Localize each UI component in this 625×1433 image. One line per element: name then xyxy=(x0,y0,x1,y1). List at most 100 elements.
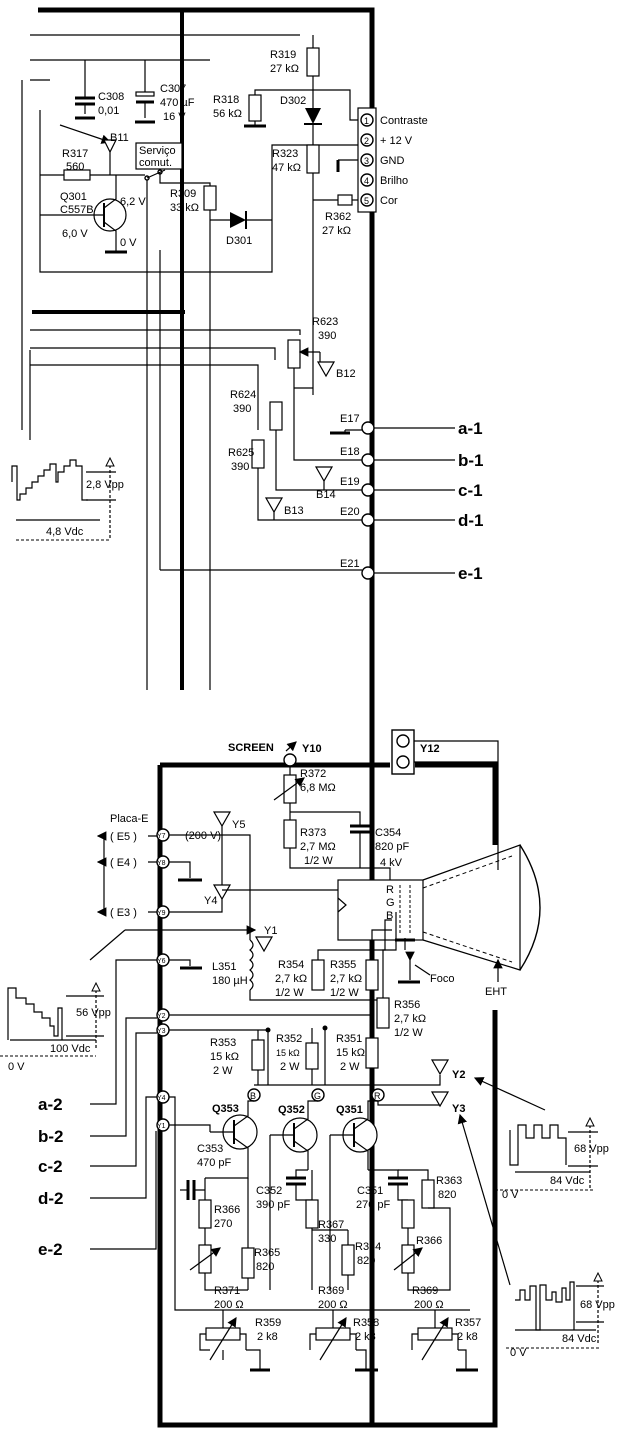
crt-foco-label: Foco xyxy=(430,973,454,985)
q352-transistor xyxy=(270,1100,318,1170)
r359-value: 2 k8 xyxy=(257,1331,278,1343)
pin5-label: Cor xyxy=(380,195,398,207)
b13-label: B13 xyxy=(284,505,304,517)
r365-resistor xyxy=(241,1247,255,1279)
r363-name: R363 xyxy=(436,1175,462,1187)
crt-eht-label: EHT xyxy=(485,986,507,998)
r359-name: R359 xyxy=(255,1317,281,1329)
r353-resistor xyxy=(251,1039,265,1071)
r352-resistor xyxy=(305,1042,319,1070)
bottom-circuit: SCREEN Y10 R372 6,8 MΩ R373 2,7 MΩ 1/2 W… xyxy=(0,729,615,1428)
r373-resistor xyxy=(283,819,297,849)
r624-value: 390 xyxy=(233,403,251,415)
r351-name: R351 xyxy=(336,1033,362,1045)
q301-name: Q301 xyxy=(60,191,87,203)
pin-y6: Y6 xyxy=(157,958,166,965)
r319-value: 27 kΩ xyxy=(270,63,299,75)
switch-line2: comut. xyxy=(139,157,172,169)
r372-name: R372 xyxy=(300,768,326,780)
c353-value: 470 pF xyxy=(197,1157,232,1169)
r623-resistor xyxy=(287,339,301,369)
d301-diode xyxy=(230,212,246,228)
r354-name: R354 xyxy=(278,959,304,971)
r369a-value: 200 Ω xyxy=(318,1299,348,1311)
r364-name: R364 xyxy=(355,1241,381,1253)
r367-resistor xyxy=(305,1199,319,1229)
r309-resistor xyxy=(203,185,217,211)
r363-resistor xyxy=(421,1179,435,1209)
b14-label: B14 xyxy=(316,489,336,501)
r623-value: 390 xyxy=(318,330,336,342)
r319-resistor xyxy=(306,47,320,77)
pin-y9: Y9 xyxy=(157,910,166,917)
input-d2: d-2 xyxy=(38,1189,64,1208)
r351-value: 15 kΩ xyxy=(336,1047,365,1059)
e20-label: E20 xyxy=(340,506,360,518)
q301-v-emitter: 6,2 V xyxy=(120,196,146,208)
r319-name: R319 xyxy=(270,49,296,61)
r357-value: 2 k8 xyxy=(457,1331,478,1343)
c351-value: 270 pF xyxy=(356,1199,391,1211)
pin-y4: Y4 xyxy=(157,1095,166,1102)
pin2-label: + 12 V xyxy=(380,135,413,147)
y12-label: Y12 xyxy=(420,743,440,755)
r356-power: 1/2 W xyxy=(394,1027,423,1039)
r352-power: 2 W xyxy=(280,1061,300,1073)
r323-value: 47 kΩ xyxy=(272,162,301,174)
switch-line1: Serviço xyxy=(139,145,176,157)
r367-value: 330 xyxy=(318,1233,336,1245)
e19-label: E19 xyxy=(340,476,360,488)
r323-resistor xyxy=(306,144,320,174)
pin3-label: GND xyxy=(380,155,405,167)
b12-testpoint xyxy=(316,361,336,378)
waveform-left: 56 Vpp 100 Vdc 0 V xyxy=(0,981,111,1073)
r358-value: 2 k8 xyxy=(355,1331,376,1343)
wave-r1-zero: 0 V xyxy=(502,1189,519,1201)
edge-points: E17 E18 E19 E20 E21 a-1 b-1 c-1 d-1 e-1 xyxy=(340,413,484,583)
pin-y7: Y7 xyxy=(157,833,166,840)
crt-neck xyxy=(337,844,541,971)
input-e2: e-2 xyxy=(38,1240,63,1259)
y5-label: Y5 xyxy=(232,819,245,831)
wave-left-vdc: 100 Vdc xyxy=(50,1043,91,1055)
r364-resistor xyxy=(341,1244,355,1276)
e17-label: E17 xyxy=(340,413,360,425)
r365-name: R365 xyxy=(254,1247,280,1259)
r356-name: R356 xyxy=(394,999,420,1011)
node-g: G xyxy=(314,1091,321,1101)
r352-name: R352 xyxy=(276,1033,302,1045)
pin2-num: 2 xyxy=(364,136,369,146)
board-pins: Y7 Y8 Y9 Y6 Y2 Y3 Y4 Y1 xyxy=(156,828,170,1132)
pin1-num: 1 xyxy=(364,116,369,126)
c307-voltage: 16 V xyxy=(163,111,186,123)
pin-y8: Y8 xyxy=(157,860,166,867)
waveform-top: 2,8 Vpp 4,8 Vdc xyxy=(11,456,124,541)
r353-name: R353 xyxy=(210,1037,236,1049)
q352-label: Q352 xyxy=(278,1104,305,1116)
r355-name: R355 xyxy=(330,959,356,971)
c308-value: 0,01 xyxy=(98,105,119,117)
r356-value: 2,7 kΩ xyxy=(394,1013,426,1025)
r366a-resistor xyxy=(198,1199,212,1229)
r357-trimmer xyxy=(411,1316,478,1372)
r372-value: 6,8 MΩ xyxy=(300,782,336,794)
r323-name: R323 xyxy=(272,148,298,160)
wave-r1-vpp: 68 Vpp xyxy=(574,1143,609,1155)
r369b-name: R369 xyxy=(412,1285,438,1297)
r318-name: R318 xyxy=(213,94,239,106)
r355-resistor xyxy=(365,959,379,991)
b11-testpoint xyxy=(103,139,117,154)
wave-top-vpp: 2,8 Vpp xyxy=(86,479,124,491)
out-e1: e-1 xyxy=(458,564,483,583)
b14-testpoint xyxy=(314,466,334,483)
r367-name: R367 xyxy=(318,1219,344,1231)
pin3-num: 3 xyxy=(364,156,369,166)
r366a-value: 270 xyxy=(214,1218,232,1230)
r355-value: 2,7 kΩ xyxy=(330,973,362,985)
c354-voltage: 4 kV xyxy=(380,857,403,869)
l351-value: 180 µH xyxy=(212,975,248,987)
node-b: B xyxy=(250,1091,256,1101)
d302-diode xyxy=(305,108,321,124)
pin5-num: 5 xyxy=(364,196,369,206)
q351-label: Q351 xyxy=(336,1104,363,1116)
